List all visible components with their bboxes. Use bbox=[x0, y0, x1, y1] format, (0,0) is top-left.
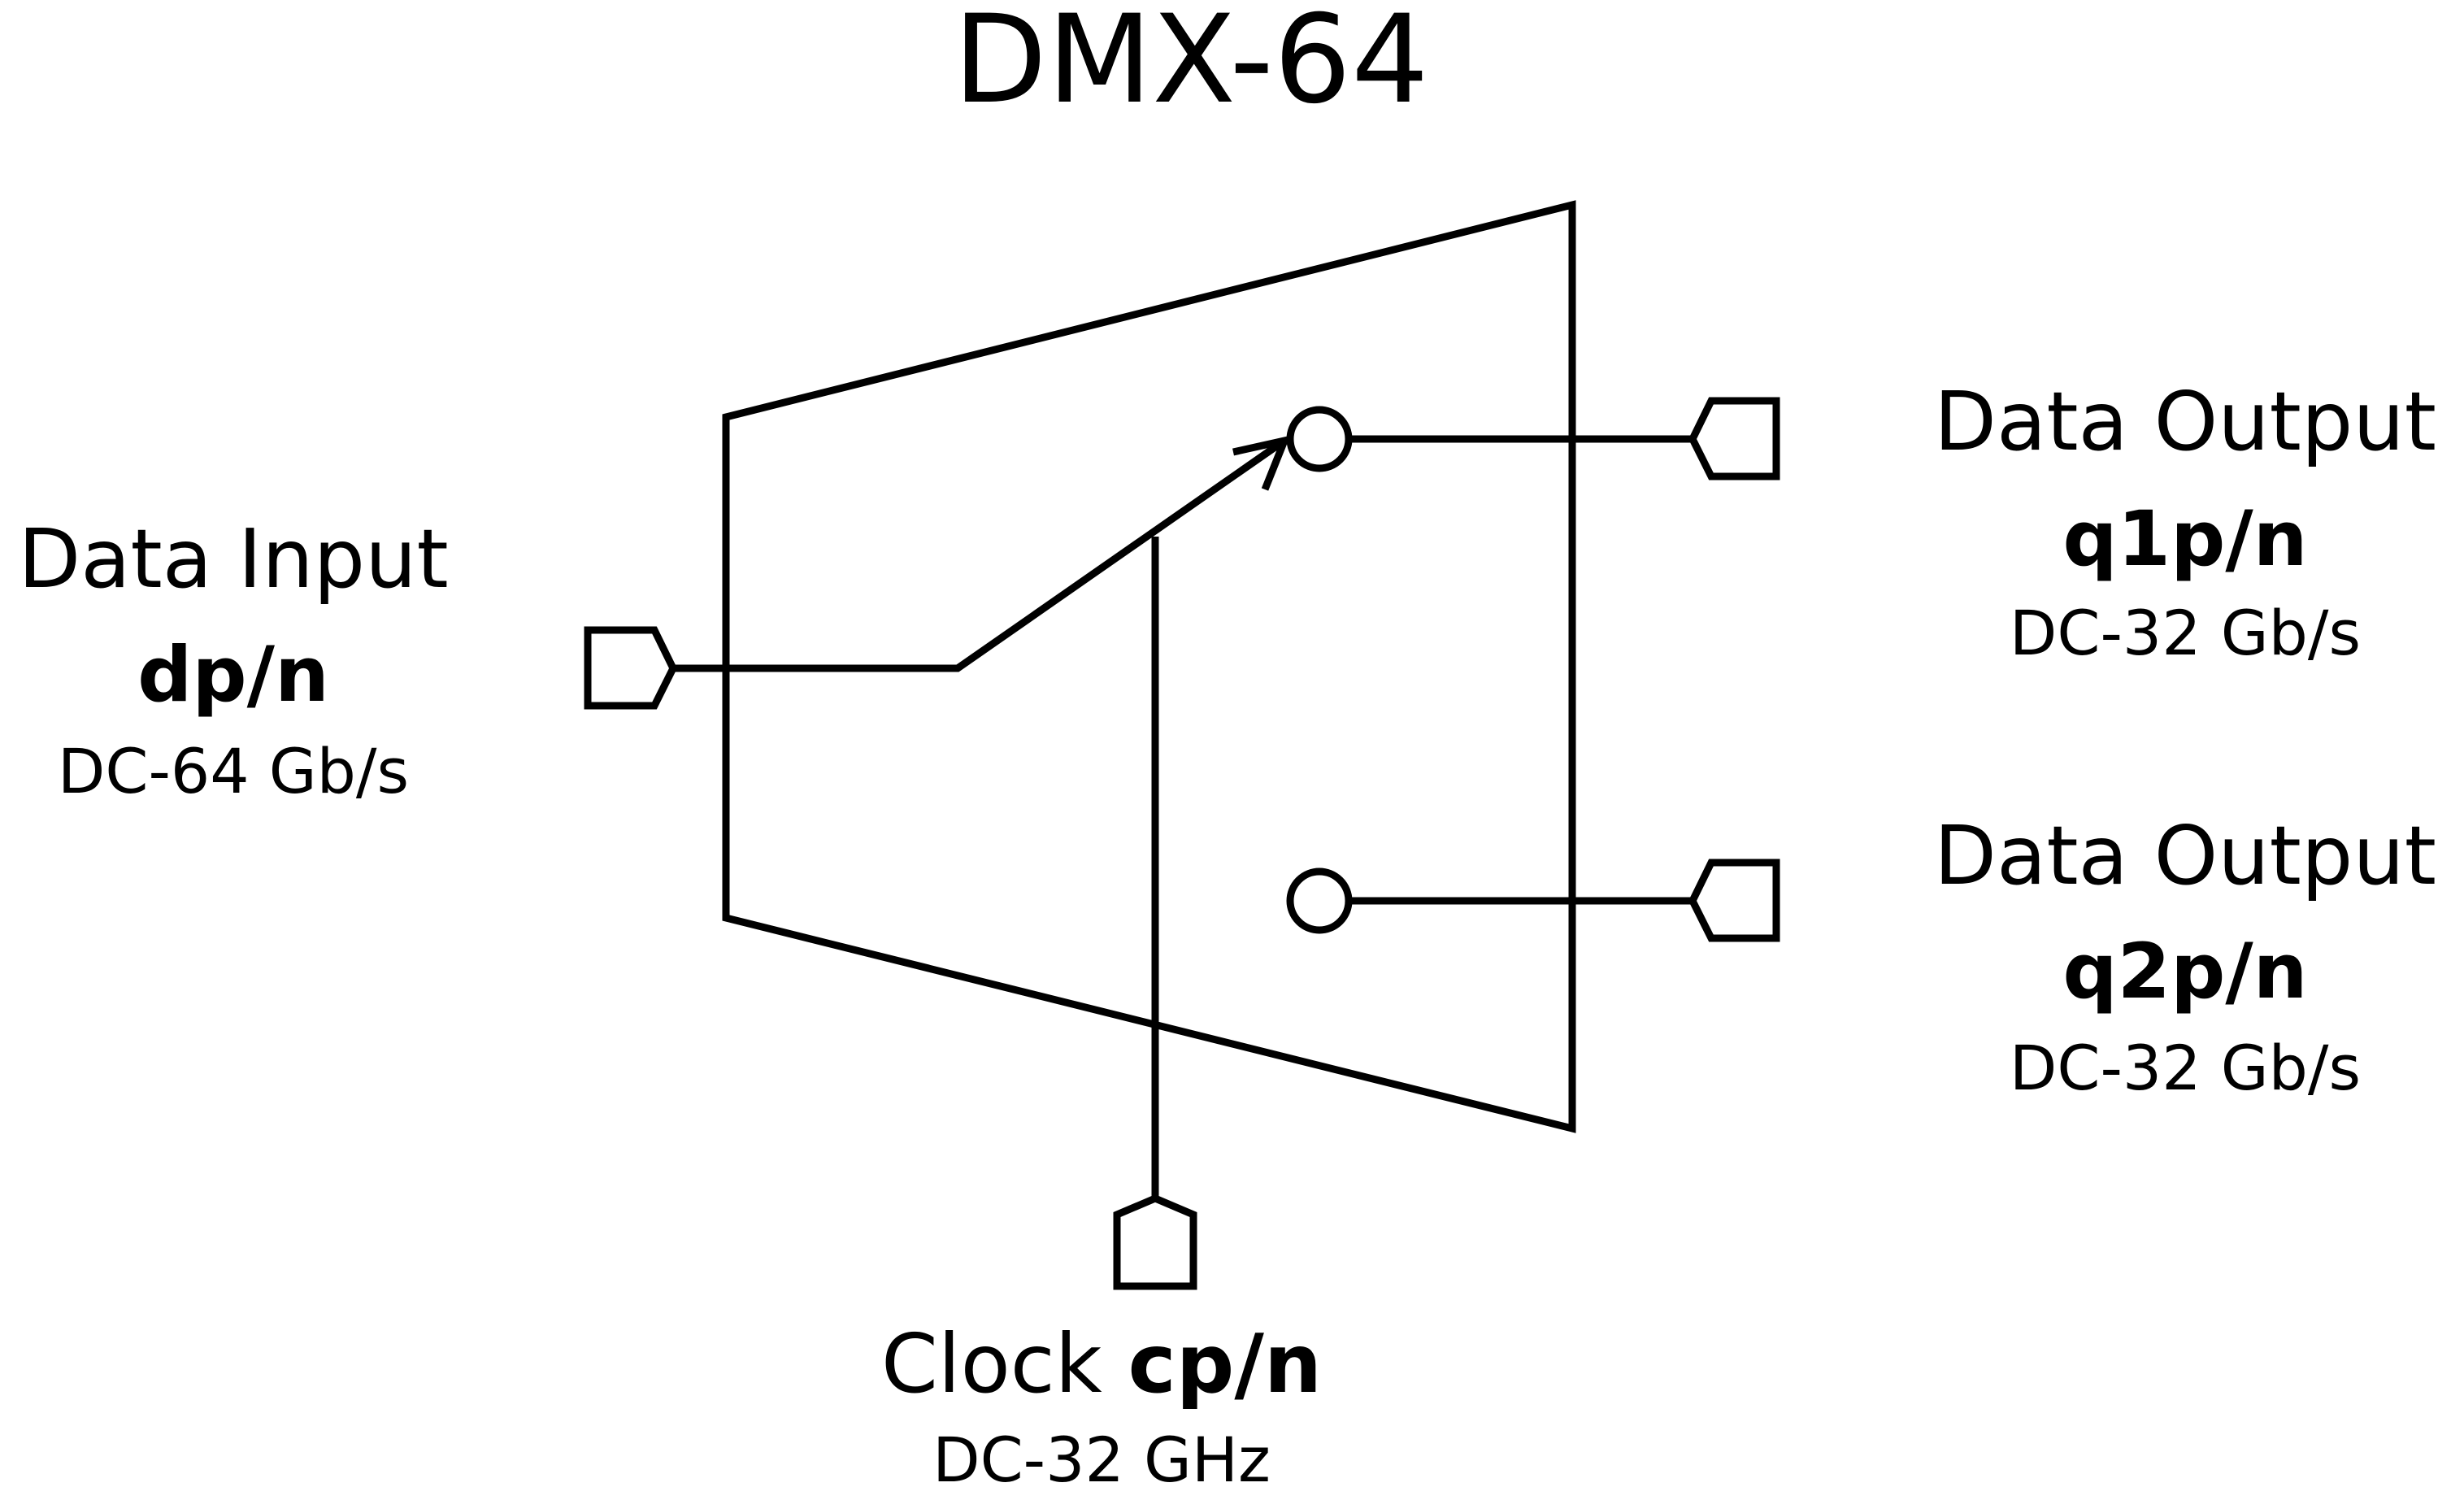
clock-port bbox=[1113, 1194, 1197, 1290]
data-input-rate: DC-64 Gb/s bbox=[58, 735, 409, 807]
switch-arrowhead bbox=[1232, 435, 1291, 491]
output-1-signal: q1p/n bbox=[2062, 495, 2307, 584]
output-2-signal: q2p/n bbox=[2062, 928, 2307, 1016]
demux-body bbox=[722, 200, 1576, 1133]
output-2-contact bbox=[1286, 867, 1353, 934]
clock-rate: DC-32 GHz bbox=[932, 1424, 1271, 1487]
output-1-label: Data Output bbox=[1934, 374, 2436, 469]
output-1-rate: DC-32 Gb/s bbox=[2010, 597, 2361, 669]
output-2-label: Data Output bbox=[1934, 808, 2436, 903]
output-2-rate: DC-32 Gb/s bbox=[2010, 1032, 2361, 1104]
data-input-signal: dp/n bbox=[137, 631, 329, 720]
clock-signal: cp/n bbox=[1128, 1316, 1322, 1411]
diagram-title: DMX-64 bbox=[953, 0, 1428, 131]
data-input-label: Data Input bbox=[18, 511, 449, 607]
output-1-contact bbox=[1286, 406, 1353, 472]
input-switch-arm bbox=[673, 437, 1287, 672]
data-input-port bbox=[584, 626, 678, 710]
output-2-port bbox=[1688, 859, 1780, 942]
output-1-port bbox=[1688, 397, 1780, 480]
clock-caption: Clock cp/n bbox=[881, 1316, 1322, 1411]
clock-label: Clock bbox=[881, 1316, 1102, 1411]
